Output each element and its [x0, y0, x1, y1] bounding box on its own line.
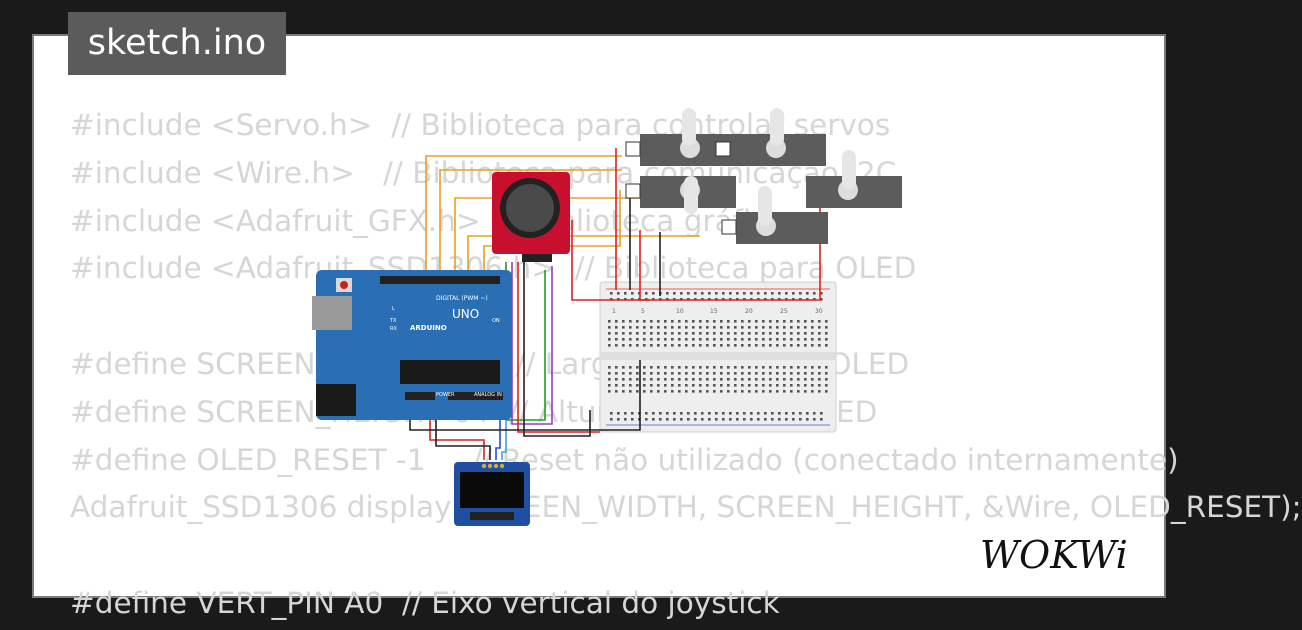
servo-motor: [721, 186, 828, 244]
digital-header-label: DIGITAL (PWM ~): [436, 295, 488, 302]
usb-port: [312, 296, 352, 330]
tx-led-label: TX: [389, 318, 397, 324]
joystick-module: [492, 172, 570, 262]
breadboard-col-20: 20: [745, 308, 753, 315]
file-name-tab: sketch.ino: [68, 12, 286, 75]
arduino-model: UNO: [452, 307, 479, 321]
code-card: #include <Servo.h> // Biblioteca para co…: [32, 34, 1302, 620]
arduino-board: DIGITAL (PWM ~) ARDUINO UNO ON L TX RX P…: [312, 270, 512, 420]
breadboard-col-10: 10: [676, 308, 684, 315]
rx-led-label: RX: [390, 326, 397, 332]
breadboard: 1 5 10 15 20 25 30: [599, 281, 837, 433]
breadboard-col-1: 1: [612, 308, 616, 315]
l-led-label: L: [392, 306, 395, 312]
breadboard-col-15: 15: [710, 308, 718, 315]
code-line: #define OLED_RESET -1 // Reset não utili…: [70, 442, 1179, 477]
wires: [409, 148, 821, 460]
oled-display: [454, 462, 530, 526]
breadboard-col-5: 5: [641, 308, 645, 315]
servo-motor: [625, 108, 736, 166]
code-listing: #include <Servo.h> // Biblioteca para co…: [70, 102, 1302, 628]
wokwi-logo: WOKWi: [980, 533, 1128, 577]
servo-motor: [806, 150, 902, 208]
arduino-brand: ARDUINO: [410, 324, 447, 332]
breadboard-holes: [608, 292, 828, 421]
microcontroller-chip: [400, 360, 500, 384]
power-jack: [316, 384, 356, 416]
servo-motor: [625, 176, 736, 214]
code-line: #define VERT_PIN A0 // Eixo vertical do …: [70, 585, 780, 620]
wokwi-logo-text: WOKWi: [980, 533, 1128, 577]
circuit-diagram: 1 5 10 15 20 25 30: [312, 108, 902, 526]
servo-motor: [715, 108, 826, 166]
on-led-label: ON: [492, 318, 500, 324]
analog-header-label: ANALOG IN: [474, 392, 502, 398]
power-header-label: POWER: [436, 392, 455, 398]
breadboard-col-30: 30: [815, 308, 823, 315]
reset-button: [340, 281, 348, 289]
breadboard-col-25: 25: [780, 308, 788, 315]
